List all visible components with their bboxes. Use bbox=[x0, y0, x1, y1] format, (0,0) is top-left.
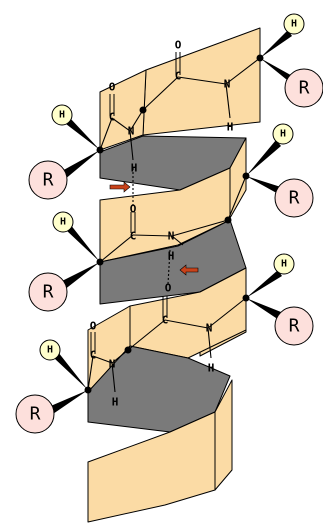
r-group-badge: R bbox=[274, 178, 314, 218]
alpha-carbons bbox=[84, 54, 264, 394]
svg-text:R: R bbox=[289, 316, 300, 337]
oxygen-label: O bbox=[175, 39, 182, 52]
side-chains bbox=[46, 30, 296, 416]
svg-text:H: H bbox=[60, 217, 66, 228]
hydrogen-badge: H bbox=[283, 13, 305, 35]
hydrogen-bond-arrows bbox=[109, 181, 199, 276]
svg-text:R: R bbox=[43, 282, 54, 303]
r-group-badge: R bbox=[28, 160, 68, 200]
carbon-label: C bbox=[109, 111, 116, 124]
hydrogen-label: H bbox=[227, 121, 234, 134]
atom-labels: O C N H O C N H O C N H O O C N H C N H bbox=[90, 39, 234, 409]
hydrogen-badge: H bbox=[52, 211, 74, 233]
nitrogen-label: N bbox=[128, 125, 135, 138]
svg-text:H: H bbox=[59, 110, 65, 121]
hydrogen-badges: H H H H H H bbox=[39, 13, 305, 361]
svg-text:H: H bbox=[280, 129, 286, 140]
hydrogen-label: H bbox=[208, 362, 215, 375]
r-group-badges: R R R R R R bbox=[15, 68, 323, 434]
carbon-label: C bbox=[175, 70, 182, 83]
arrow-right-icon bbox=[109, 181, 131, 193]
svg-text:R: R bbox=[299, 78, 310, 99]
peptide-plane-top-left bbox=[99, 69, 147, 151]
r-group-badge: R bbox=[15, 394, 55, 434]
hydrogen-badge: H bbox=[272, 123, 294, 145]
svg-text:H: H bbox=[281, 259, 287, 270]
peptide-plane-top-front bbox=[142, 27, 261, 136]
peptide-plane-low-back bbox=[87, 345, 231, 433]
nitrogen-label: N bbox=[206, 322, 213, 335]
arrow-left-icon bbox=[179, 264, 199, 276]
svg-text:R: R bbox=[43, 170, 54, 191]
carbon-label: C bbox=[130, 230, 137, 243]
carbon-label: C bbox=[162, 314, 169, 327]
backbone-plates bbox=[87, 27, 261, 523]
svg-text:H: H bbox=[47, 345, 53, 356]
hydrogen-badge: H bbox=[51, 104, 73, 126]
svg-text:R: R bbox=[289, 188, 300, 209]
hydrogen-label: H bbox=[131, 162, 138, 175]
nitrogen-label: N bbox=[109, 358, 116, 371]
nitrogen-label: N bbox=[168, 230, 175, 243]
nitrogen-label: N bbox=[224, 78, 231, 91]
oxygen-label: O bbox=[109, 81, 116, 94]
svg-text:R: R bbox=[30, 404, 41, 425]
backbone-bonds bbox=[87, 52, 261, 393]
carbon-label: C bbox=[90, 349, 97, 362]
r-group-badge: R bbox=[274, 306, 314, 346]
oxygen-label: O bbox=[90, 320, 97, 333]
oxygen-label: O bbox=[130, 203, 137, 216]
hydrogen-badge: H bbox=[39, 339, 61, 361]
svg-text:H: H bbox=[291, 19, 297, 30]
hydrogen-label: H bbox=[168, 250, 175, 263]
r-group-badge: R bbox=[284, 68, 323, 108]
peptide-plane-bottom-front bbox=[87, 411, 216, 523]
hydrogen-label: H bbox=[112, 396, 119, 409]
oxygen-label: O bbox=[165, 282, 172, 295]
r-group-badge: R bbox=[28, 272, 68, 312]
hydrogen-badge: H bbox=[273, 253, 295, 275]
